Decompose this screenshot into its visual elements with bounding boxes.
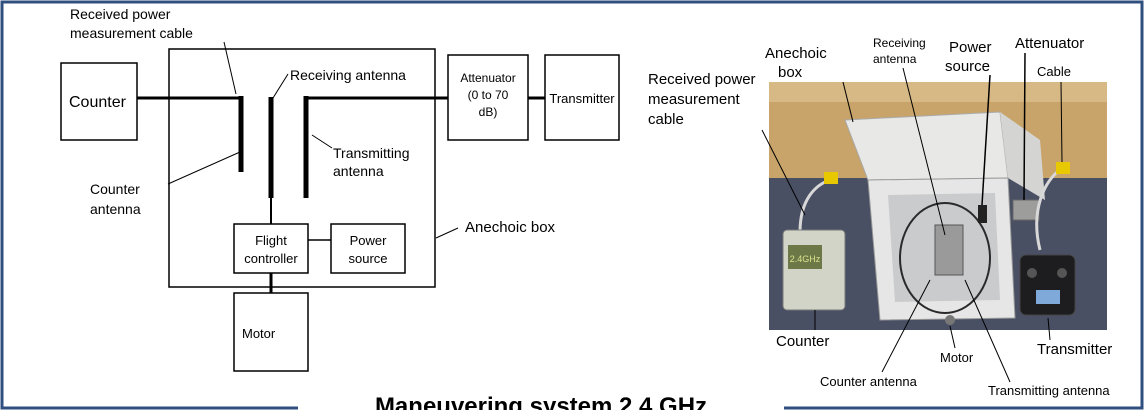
attenuator-label-line1: Attenuator [460,71,515,85]
transmitting-antenna-pointer [312,135,332,148]
photo-received-cable-line3: cable [648,111,684,128]
photo-transmitter-label: Transmitter [1037,341,1112,358]
attenuator-label-line3: dB) [479,105,498,119]
flight-controller-label-line1: Flight [255,233,287,248]
connector-left [824,172,838,184]
transmitter-screen [1036,290,1060,304]
motor-photo [945,315,955,325]
received-cable-pointer [224,42,236,94]
transmitter-label: Transmitter [549,91,615,106]
photo-attenuator-pointer [1024,53,1025,200]
attenuator-unit [1013,200,1039,220]
connector-right [1056,162,1070,174]
counter-label: Counter [69,94,127,111]
transmitter-stick-right [1057,268,1067,278]
schematic-diagram: Received power measurement cable Counter… [61,6,619,371]
received-cable-label-line2: measurement cable [70,25,193,41]
transmitting-antenna-label-line1: Transmitting [333,145,410,161]
counter-antenna-label-line1: Counter [90,181,140,197]
attenuator-label-line2: (0 to 70 [468,88,509,102]
photo-wall-top [769,82,1107,102]
flight-controller-label-line2: controller [244,251,298,266]
figure-caption: Maneuvering system 2.4 GHz [375,393,707,410]
photo-anechoic-label-line2: box [778,64,803,81]
photo-received-cable-line1: Received power [648,71,756,88]
counter-display-reading: 2.4GHz [790,254,821,264]
drone-controller-unit [935,225,963,275]
transmitter-stick-left [1027,268,1037,278]
counter-antenna-label-line2: antenna [90,201,141,217]
photo-transmitting-antenna-label: Transmitting antenna [988,383,1110,398]
transmitter-device [1020,255,1075,315]
anechoic-box-label: Anechoic box [465,219,556,236]
photo-counter-antenna-label: Counter antenna [820,374,918,389]
power-source-label-line1: Power [350,233,388,248]
motor-label: Motor [242,326,276,341]
photo-power-label-line1: Power [949,39,992,56]
photo-receiving-label-line2: antenna [873,52,917,66]
anechoic-box-pointer [436,228,458,238]
receiving-antenna-pointer [273,74,288,98]
photo-cable-label: Cable [1037,64,1071,79]
photo-counter-label: Counter [776,333,829,350]
counter-antenna-pointer [168,152,240,184]
photo-power-label-line2: source [945,58,990,75]
photo-motor-label: Motor [940,350,974,365]
receiving-antenna-label: Receiving antenna [290,67,406,83]
received-cable-label-line1: Received power [70,6,171,22]
counter-device [783,230,845,310]
photo-attenuator-label: Attenuator [1015,35,1084,52]
transmitting-antenna-label-line2: antenna [333,163,384,179]
photo-received-cable-line2: measurement [648,91,741,108]
photo-receiving-label-line1: Receiving [873,36,926,50]
power-source-label-line2: source [348,251,387,266]
power-source-unit [978,205,987,223]
photo-anechoic-label-line1: Anechoic [765,45,827,62]
